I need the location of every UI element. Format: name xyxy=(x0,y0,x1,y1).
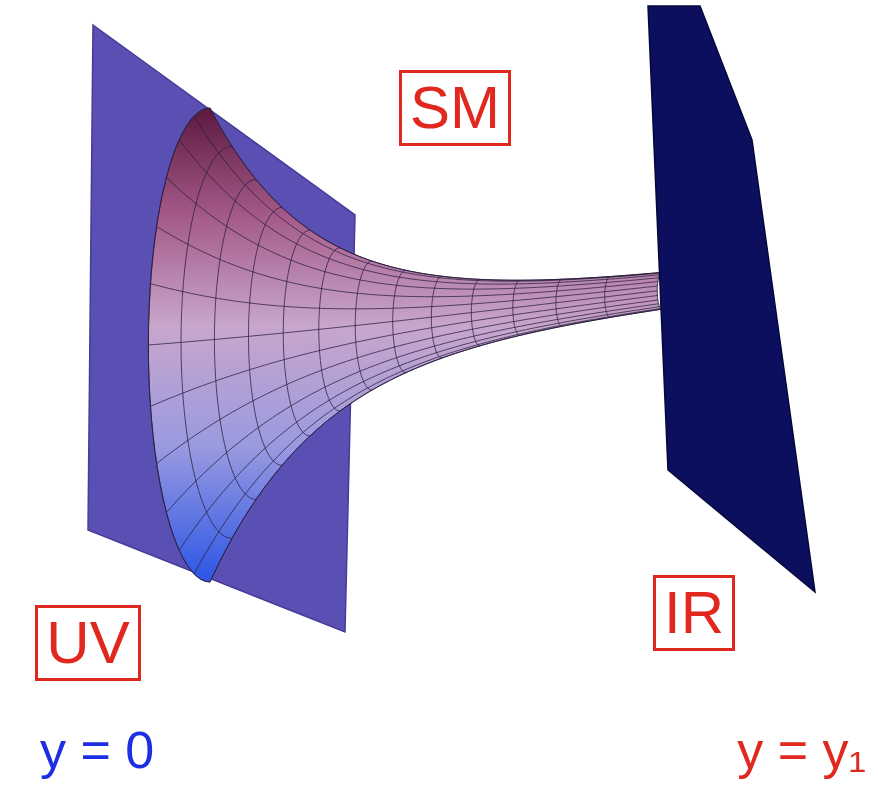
boxed-label: UV xyxy=(35,605,141,681)
box-text: SM xyxy=(410,78,500,138)
grid-meridian xyxy=(166,177,658,289)
box-text: UV xyxy=(46,613,129,673)
warped-bulk xyxy=(148,108,662,582)
grid-ring xyxy=(214,179,256,499)
ir-brane xyxy=(648,6,815,592)
boxed-label: IR xyxy=(653,575,735,651)
bulk-surface xyxy=(148,108,662,582)
grid-meridian xyxy=(210,309,662,582)
box-text: IR xyxy=(664,583,724,643)
grid-ring xyxy=(181,146,232,538)
boxed-label: SM xyxy=(399,70,511,146)
coordinate-label: y = 0 xyxy=(40,722,154,779)
grid-meridian xyxy=(157,300,658,464)
coordinate-label: y = y₁ xyxy=(737,722,866,779)
grid-ring xyxy=(148,108,210,582)
grid-meridian xyxy=(179,140,659,284)
grid-meridian xyxy=(150,296,657,407)
grid-meridian xyxy=(179,307,659,551)
grid-meridian xyxy=(148,291,657,345)
